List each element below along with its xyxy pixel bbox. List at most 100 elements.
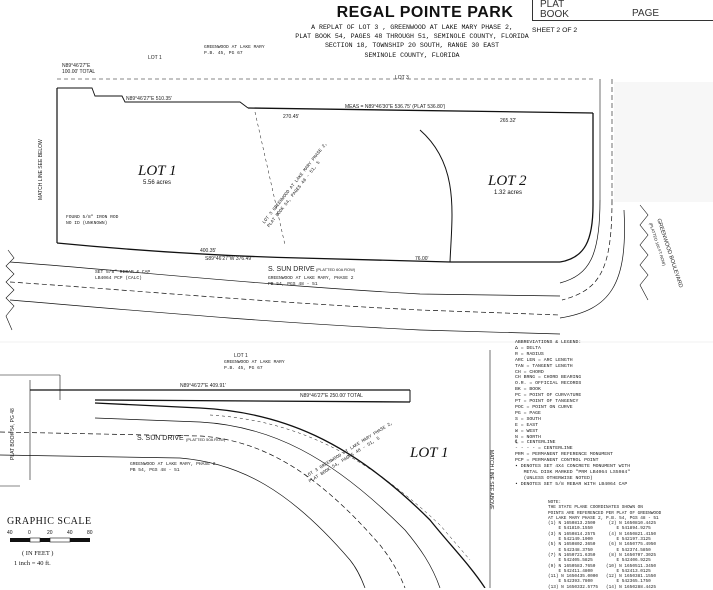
lower-curve-2 [94,417,441,588]
page-label: PAGE [632,8,660,19]
subtitle-line-1: A REPLAT OF LOT 3 , GREENWOOD AT LAKE MA… [311,24,513,31]
lower-greenwood: GREENWOOD AT LAKE MARY P.B. 45, PG 67 [224,360,285,371]
note-line: E 542393.7800 E 542365.1750 [548,579,651,585]
legend-item: METAL DISK MARKED "PRM LB4064 LS5984" [515,469,631,475]
legend-item: PC = POINT OF CURVATURE [515,393,582,399]
upper-street-name: S. SUN DRIVE [268,266,315,273]
guide-line [254,111,286,246]
legend-item: BK = BOOK [515,387,541,393]
street-line-2 [9,299,561,335]
lower-left-vertical: PLAT BOOK 54, PG 48 [10,408,16,460]
legend-item: TAN = TANGENT LENGTH [515,363,573,369]
lower-curve-4 [0,454,366,588]
legend-item: • DENOTES SET 5/8 REBAR WITH LB4064 CAP [515,481,628,487]
legend-item: O.R. = OFFICIAL RECORDS [515,381,582,387]
note-line: (13) N 1650332.5775 (14) N 1650288.4425 [548,584,657,590]
note-line: E 542405.5825 E 542406.9225 [548,558,651,564]
lower-street-sub: GREENWOOD AT LAKE MARY, PHASE 2 PB 54, P… [130,462,216,473]
upper-lot2-label: LOT 2 [488,173,527,189]
right-margin-shade [614,82,713,202]
legend-item: ▪ DENOTES SET 4X4 CONCRETE MONUMENT WITH [515,464,631,470]
plat-title: REGAL POINTE PARK [336,4,514,21]
upper-greenwood-top: GREENWOOD AT LAKE MARY P.B. 45, PG 67 [204,45,265,56]
upper-street-sub: GREENWOOD AT LAKE MARY, PHASE 2 PB 54, P… [268,276,354,287]
legend-item: ARC LEN = ARC LENGTH [515,357,573,363]
upper-lot1-label: LOT 1 [138,163,177,179]
note-line: E 541810.1550 E 541894.9275 [548,526,651,532]
legend-item: POC = POINT ON CURVE [515,404,573,410]
note-line: POINTS ARE REFERENCED PER PLAT OF GREENW… [548,510,662,516]
legend-item: PRM = PERMANENT REFERENCE MONUMENT [515,452,613,458]
legend-item: E = EAST [515,422,539,428]
legend-item: W = WEST [515,428,539,434]
lot-divider-curve [419,129,453,263]
legend-item: CH = CHORD [515,369,544,375]
note-line: THE STATE PLANE COORDINATES SHOWN ON [548,505,643,511]
legend-item: ℄ = CENTERLINE [515,440,556,446]
street-centerline [9,281,561,316]
legend-item: CH BRNG = CHORD BEARING [515,375,582,381]
plat-book-box [532,0,713,21]
legend-item: S = SOUTH [515,416,541,422]
scale-seg-1 [10,538,30,542]
legend-heading: ABBREVIATIONS & LEGEND: [515,340,582,345]
upper-bearing-mid: N89°46'27"E 510.35' [126,96,172,102]
legend-item: Δ = DELTA [515,345,541,351]
subtitle-line-2: PLAT BOOK 54, PAGES 48 THROUGH 51, SEMIN… [295,33,529,41]
upper-main-line: MEAS = N89°46'30"E 536.75' (PLAT 536.80'… [345,104,446,110]
legend-item: PT = POINT OF TANGENCY [515,399,579,405]
blvd-curve-1 [559,199,601,284]
legend-item: R = RADIUS [515,351,544,357]
plat-subtitle: A REPLAT OF LOT 3 , GREENWOOD AT LAKE MA… [262,23,562,60]
upper-lot2-area: 1.32 acres [494,190,523,196]
street-line-1 [9,261,561,297]
lower-match-line: MATCH LINE SEE ABOVE [488,450,494,510]
scale-tick-label: 40 [67,530,73,536]
note-line: (11) N 1650435.0000 (12) N 1650381.1550 [548,574,657,580]
note-line: (7) N 1650721.6350 (8) N 1650707.3025 [548,552,657,558]
scale-ratio: 1 inch = 40 ft. [14,560,51,567]
lower-north-boundary [94,399,411,403]
lower-street-note: (PLATTED 50A ROW) [186,437,226,442]
subtitle-line-3: SECTION 18, TOWNSHIP 20 SOUTH, RANGE 30 … [324,42,500,50]
break-line-left [5,249,15,331]
subtitle-line-4: SEMINOLE COUNTY, FLORIDA [364,51,460,59]
coordinates-note: NOTE: THE STATE PLANE COORDINATES SHOWN … [548,500,708,590]
lower-offset [209,414,471,561]
lower-street-name: S. SUN DRIVE [137,435,184,442]
upper-seg-76: 76.00' [415,256,429,262]
upper-north-boundary-left [57,87,249,109]
scale-tick-label: 0 [28,530,31,536]
upper-street-note: (PLATTED 60A ROW) [316,267,356,272]
note-line: E 542411.4800 E 542413.0125 [548,568,651,574]
scale-seg-5 [70,538,90,542]
legend-item: PG = PAGE [515,410,541,416]
legend-item: N = NORTH [515,434,541,440]
note-line: E 542149.1900 E 542197.3125 [548,537,651,543]
upper-seg-400: 400.35' [200,248,217,254]
note-line: E 542348.3750 E 542374.5850 [548,547,651,553]
blvd-curve-3 [559,209,625,319]
lower-curve-boundary [94,402,486,588]
note-line: (3) N 1650814.2575 (4) N 1650821.4150 [548,531,657,537]
lower-lot1-top: LOT 1 [234,353,248,359]
upper-seg-265: 265.32' [500,118,517,124]
upper-dist-left: 100.00' TOTAL [62,69,96,75]
break-line-right [639,204,649,301]
graphic-scale-title: GRAPHIC SCALE [7,516,92,527]
upper-southeast-curve [559,204,594,263]
abbreviations-legend: ABBREVIATIONS & LEGEND: Δ = DELTA R = RA… [515,340,705,488]
legend-item: PCP = PERMANENT CONTROL POINT [515,458,599,464]
scale-seg-2 [29,537,41,543]
legend-item: - - - - = CENTERLINE [515,446,573,452]
note-line: (5) N 1650802.3650 (6) N 1650775.4950 [548,542,657,548]
upper-set-rod: SET 5/8" REBAR & CAP LB4064 PCP (CALC) [95,270,151,281]
upper-found-rod: FOUND 5/8" IRON ROD NO ID (UNKNOWN) [66,215,119,226]
note-heading: NOTE: [548,500,562,505]
upper-bottom-bearing: S89°46'27"W 376.49' [205,256,253,262]
graphic-scale-bar [10,537,90,543]
blvd-curve-2 [561,199,613,301]
scale-units: ( IN FEET ) [22,550,54,557]
